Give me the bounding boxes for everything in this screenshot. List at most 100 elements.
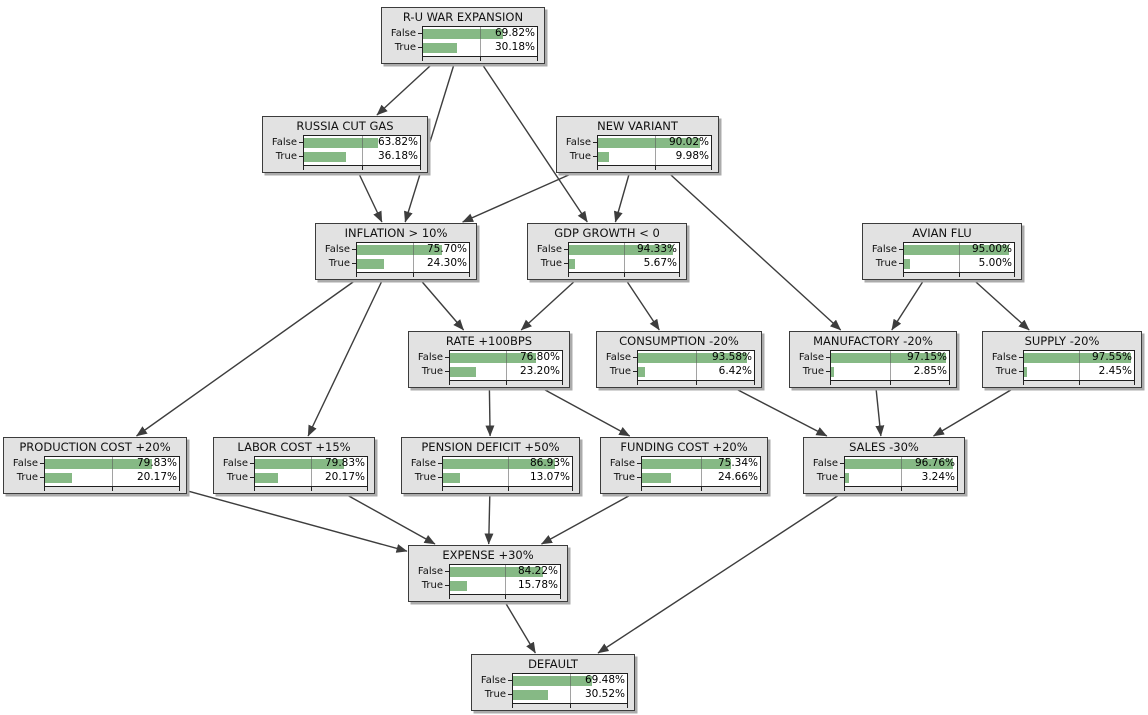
probability-plot: 79.83%20.17%	[254, 456, 368, 491]
true-probability-value: 3.24%	[921, 471, 955, 483]
node-title: EXPENSE +30%	[442, 548, 534, 562]
fifty-percent-gridline	[901, 457, 902, 486]
false-axis-label: False	[324, 244, 350, 255]
false-axis-label: False	[12, 458, 38, 469]
fifty-percent-gridline	[1079, 351, 1080, 380]
true-probability-value: 20.17%	[324, 471, 365, 483]
true-probability-bar	[642, 473, 672, 483]
x-axis-tick	[179, 487, 180, 491]
plot-area: 84.22%15.78%	[449, 564, 561, 595]
node-title: RUSSIA CUT GAS	[296, 119, 394, 133]
true-probability-bar	[423, 43, 458, 53]
edge-ru-war-expansion-to-russia-cut-gas	[376, 64, 432, 116]
x-axis-tick	[112, 487, 113, 491]
edge-sales-30-to-default	[597, 494, 840, 654]
false-tick	[445, 571, 449, 573]
false-tick	[564, 249, 568, 251]
x-axis-tick	[903, 273, 904, 277]
false-probability-value: 96.76%	[914, 457, 955, 469]
x-axis-tick	[696, 381, 697, 385]
false-axis-label: False	[871, 244, 897, 255]
fifty-percent-gridline	[506, 351, 507, 380]
false-probability-value: 75.34%	[717, 457, 758, 469]
true-probability-value: 23.20%	[519, 365, 560, 377]
x-axis-tick	[1014, 273, 1015, 277]
x-axis-tick	[597, 166, 598, 170]
x-axis-tick	[254, 487, 255, 491]
false-axis-label: False	[812, 458, 838, 469]
false-tick	[826, 357, 830, 359]
false-axis-label: False	[480, 675, 506, 686]
false-axis-label: False	[609, 458, 635, 469]
true-probability-value: 5.00%	[978, 257, 1012, 269]
node-title: GDP GROWTH < 0	[554, 226, 660, 240]
false-probability-value: 97.55%	[1091, 351, 1132, 363]
probability-plot: 90.02%9.98%	[597, 135, 712, 170]
false-probability-value: 69.48%	[584, 674, 625, 686]
false-probability-value: 75.70%	[426, 243, 467, 255]
false-tick	[299, 142, 303, 144]
x-axis-tick	[641, 487, 642, 491]
probability-plot: 96.76% 3.24%	[844, 456, 958, 491]
true-tick	[508, 694, 512, 696]
node-title: MANUFACTORY -20%	[813, 334, 933, 348]
true-axis-label: True	[421, 580, 443, 591]
x-axis-tick	[413, 273, 414, 277]
x-axis-tick	[754, 381, 755, 385]
x-axis-tick	[901, 487, 902, 491]
edge-rate-100bps-to-pension-deficit-50	[485, 388, 495, 437]
false-probability-value: 94.33%	[636, 243, 677, 255]
false-tick	[438, 463, 442, 465]
edge-avian-flu-to-supply-20	[974, 280, 1030, 331]
true-axis-label: True	[484, 689, 506, 700]
true-probability-bar	[450, 581, 468, 591]
probability-plot: 69.48%30.52%	[512, 673, 628, 708]
true-axis-label: True	[995, 366, 1017, 377]
true-axis-label: True	[328, 258, 350, 269]
false-tick	[418, 33, 422, 35]
true-tick	[1019, 371, 1023, 373]
plot-area: 86.93%13.07%	[442, 456, 573, 487]
edge-russia-cut-gas-to-inflation-gt-10	[358, 173, 383, 223]
false-axis-label: False	[390, 28, 416, 39]
true-probability-bar	[598, 152, 610, 162]
plot-area: 94.33%5.67%	[568, 242, 680, 273]
fifty-percent-gridline	[696, 351, 697, 380]
true-probability-bar	[357, 259, 385, 269]
node-title: PENSION DEFICIT +50%	[421, 440, 560, 454]
x-axis-tick	[442, 487, 443, 491]
edge-pension-deficit-50-to-expense-30	[484, 494, 494, 545]
true-probability-value: 2.45%	[1098, 365, 1132, 377]
true-tick	[250, 477, 254, 479]
false-probability-bar	[357, 245, 442, 255]
false-probability-value: 86.93%	[529, 457, 570, 469]
true-probability-bar	[845, 473, 849, 483]
plot-area: 79.83%20.17%	[254, 456, 368, 487]
false-probability-bar	[45, 459, 152, 469]
false-probability-bar	[831, 353, 946, 363]
x-axis-tick	[568, 273, 569, 277]
edge-manufactory-20-to-sales-30	[875, 388, 885, 437]
node-title: PRODUCTION COST +20%	[19, 440, 171, 454]
false-tick	[637, 463, 641, 465]
